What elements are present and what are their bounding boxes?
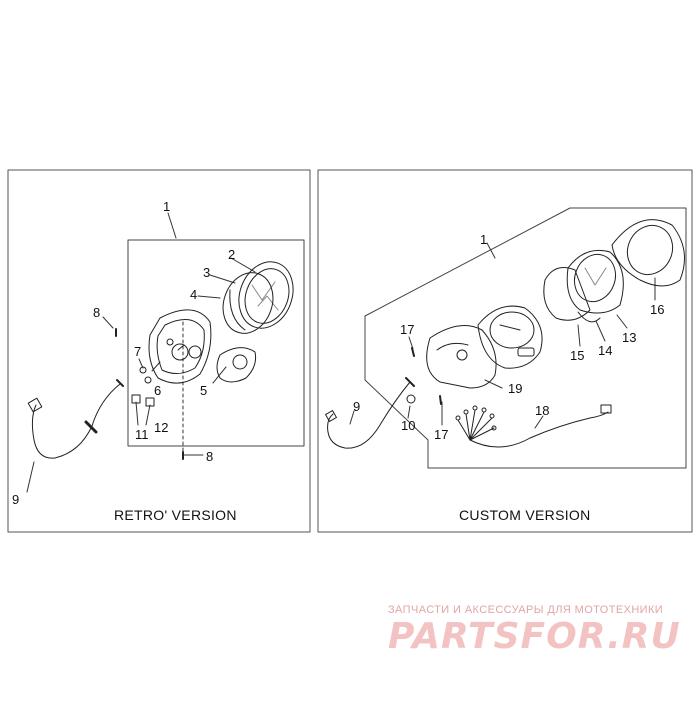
retro-panel-frame <box>7 169 311 533</box>
retro-bracket <box>216 347 257 383</box>
custom-caption: CUSTOM VERSION <box>459 507 591 523</box>
callout-4-retro: 4 <box>190 287 198 302</box>
custom-harness <box>455 404 612 448</box>
callout-9-retro: 9 <box>12 492 20 507</box>
custom-small-parts <box>406 347 442 405</box>
callout-14-custom: 14 <box>598 343 613 358</box>
callout-2-retro: 2 <box>228 247 236 262</box>
callout-1-retro: 1 <box>163 199 171 214</box>
callout-17-custom-top: 17 <box>400 322 415 337</box>
callout-10-custom: 10 <box>401 418 416 433</box>
callout-3-retro: 3 <box>203 265 211 280</box>
callout-11-retro: 11 <box>135 427 149 442</box>
callout-16-custom: 16 <box>650 302 665 317</box>
callout-9-custom: 9 <box>353 399 361 414</box>
custom-cable <box>325 377 415 449</box>
callout-5-retro: 5 <box>200 383 208 398</box>
retro-small-parts <box>115 328 184 460</box>
callout-7-retro: 7 <box>134 344 142 359</box>
custom-housing <box>426 325 497 389</box>
callout-12-retro: 12 <box>154 420 169 435</box>
custom-gauge <box>477 305 543 369</box>
custom-cover <box>611 219 685 287</box>
custom-lens <box>543 249 624 323</box>
callout-19-custom: 19 <box>508 381 523 396</box>
retro-cable <box>27 379 124 459</box>
callout-17-custom-bottom: 17 <box>434 427 449 442</box>
custom-panel-frame <box>317 169 693 533</box>
callout-15-custom: 15 <box>570 348 585 363</box>
custom-leader-lines <box>349 242 656 429</box>
callout-8-retro-bottom: 8 <box>206 449 214 464</box>
watermark-logo: PARTSFOR.RU <box>388 616 681 657</box>
retro-assembly-frame <box>127 239 305 447</box>
callout-6-retro: 6 <box>154 383 162 398</box>
callout-18-custom: 18 <box>535 403 550 418</box>
retro-gauge-body <box>148 309 212 384</box>
retro-caption: RETRO' VERSION <box>114 507 237 523</box>
callout-1-custom: 1 <box>480 232 488 247</box>
watermark-tagline: ЗАПЧАСТИ И АКСЕССУАРЫ ДЛЯ МОТОТЕХНИКИ <box>388 604 664 616</box>
callout-8-retro-top: 8 <box>93 305 101 320</box>
custom-assembly-frame <box>364 207 687 469</box>
retro-gauge-lens <box>222 261 294 334</box>
callout-13-custom: 13 <box>622 330 637 345</box>
